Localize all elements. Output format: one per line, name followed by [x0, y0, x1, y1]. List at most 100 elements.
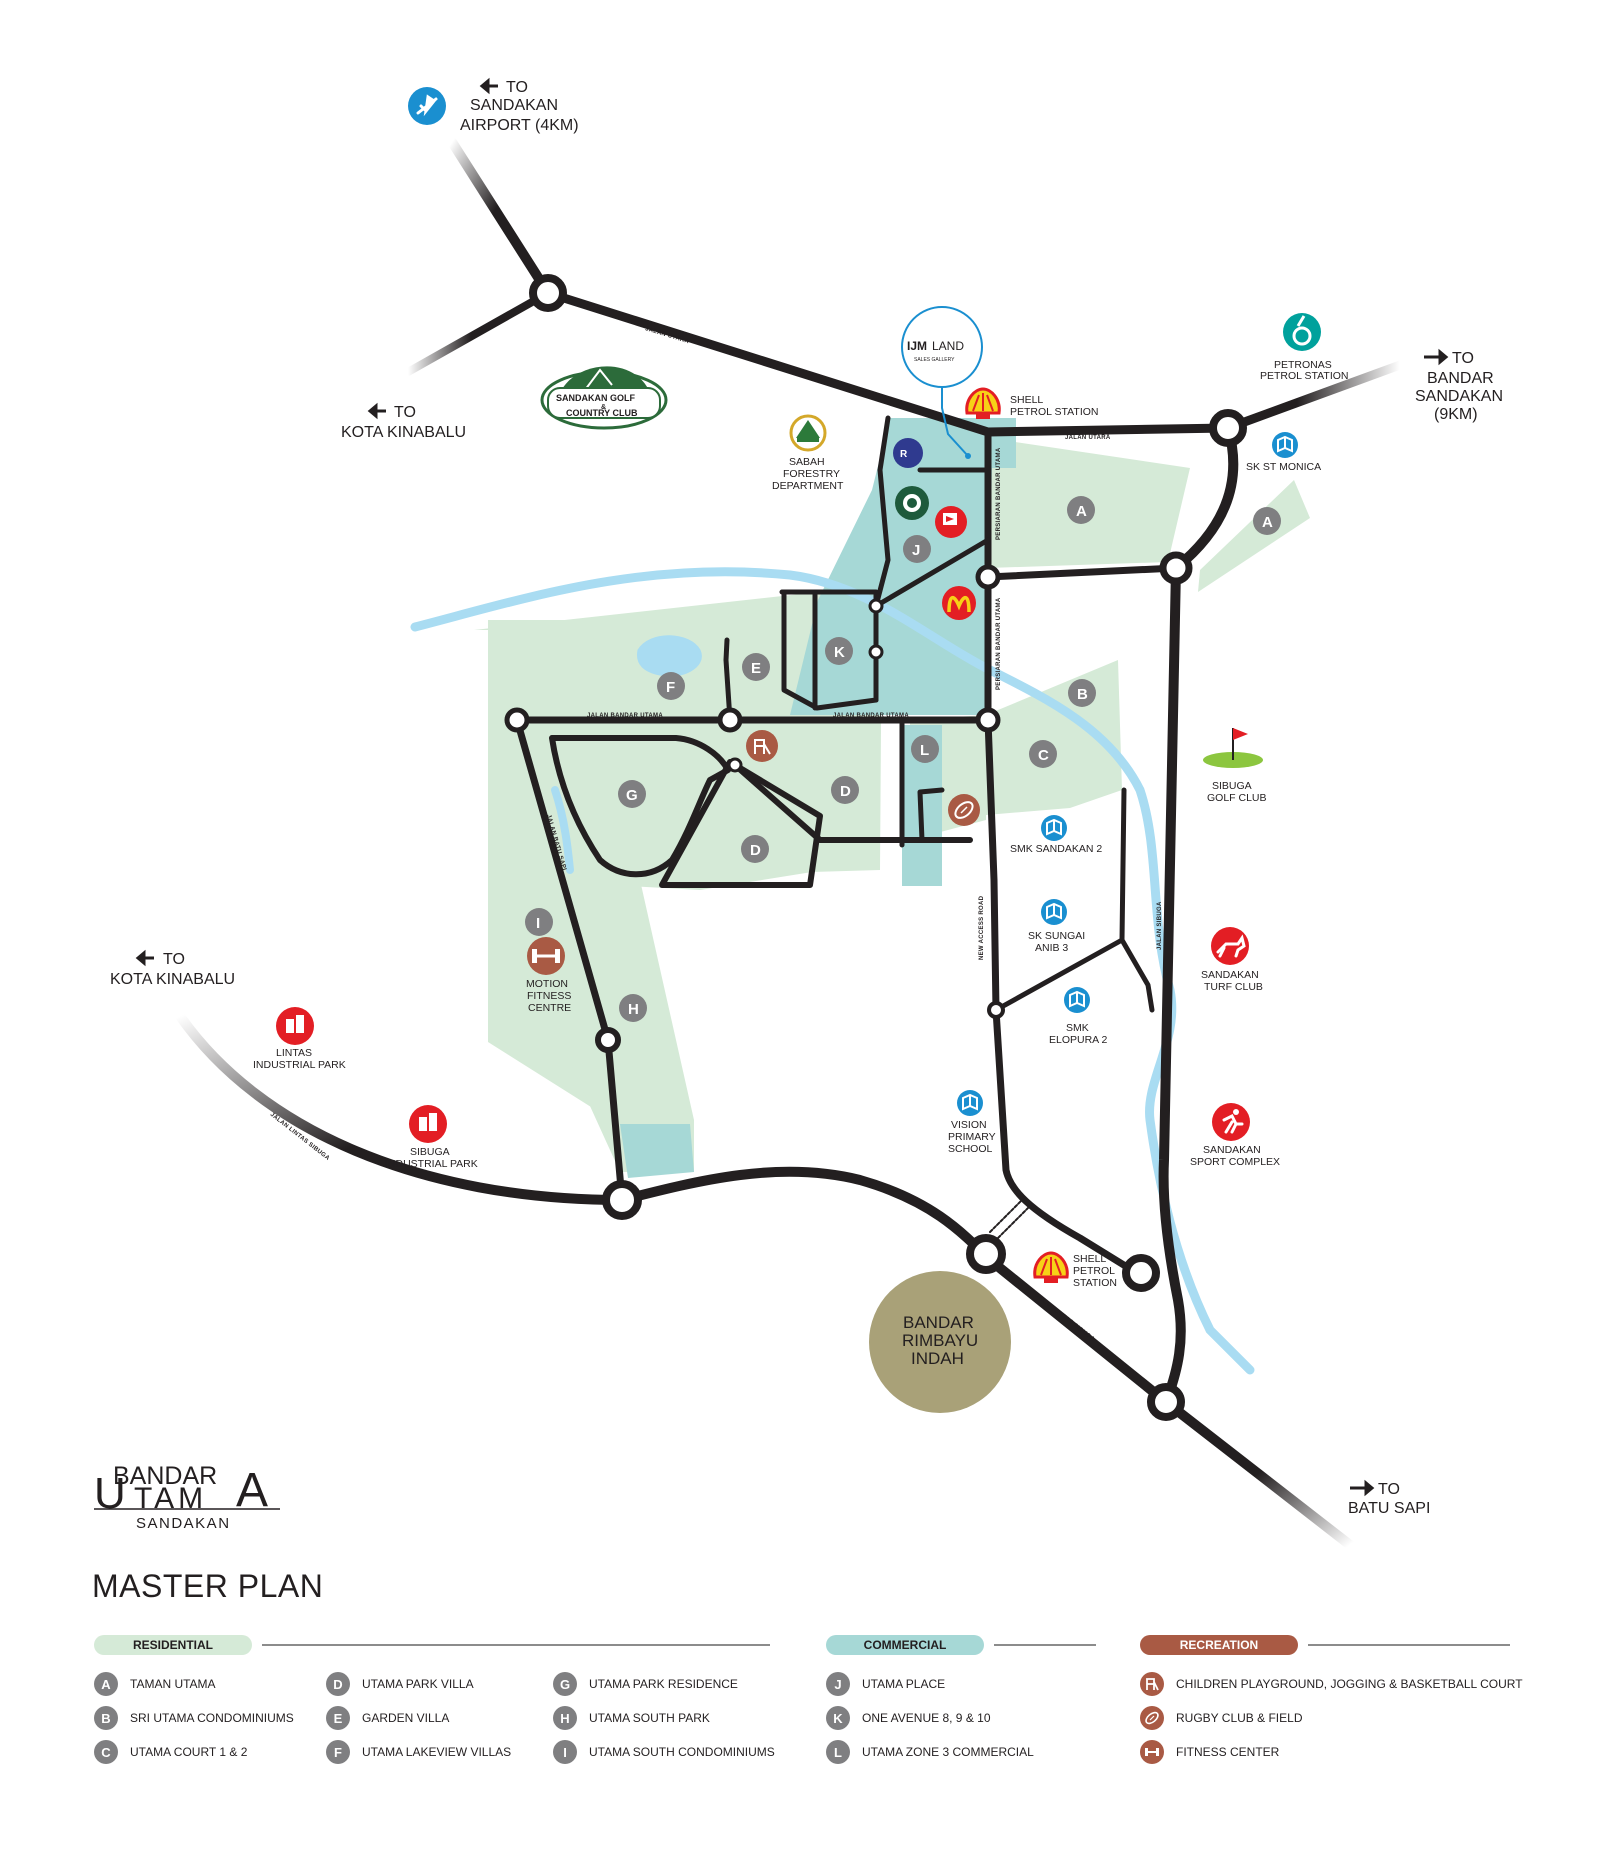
svg-text:E: E: [751, 660, 761, 677]
svg-text:H: H: [628, 1001, 639, 1018]
horse-racing-icon: [1211, 927, 1249, 965]
turf-club-line1: SANDAKAN: [1201, 969, 1259, 981]
svg-text:I: I: [536, 915, 540, 932]
rugby-icon: [1140, 1706, 1164, 1730]
sport-complex-line1: SANDAKAN: [1203, 1144, 1261, 1156]
lintas-industrial-line2: INDUSTRIAL PARK: [253, 1059, 346, 1071]
legend-label-c: UTAMA COURT 1 & 2: [130, 1745, 248, 1759]
arrow-left-icon: [367, 402, 386, 420]
destination-sandakan-to: TO: [1452, 350, 1474, 367]
zone-key-e: E: [326, 1706, 350, 1730]
shell-bottom-line3: STATION: [1073, 1277, 1117, 1289]
shell-top-line1: SHELL: [1010, 394, 1043, 406]
road-to-sandakan: [1223, 360, 1405, 433]
logo-line1: BANDAR: [113, 1462, 217, 1490]
golf-club-name-3: COUNTRY CLUB: [566, 408, 638, 418]
destination-airport-line2: AIRPORT (4KM): [460, 117, 579, 134]
zone-key-f: F: [326, 1740, 350, 1764]
legend-label-fitness: FITNESS CENTER: [1176, 1745, 1280, 1759]
zone-badge-k[interactable]: K: [825, 637, 853, 665]
road-label-persiaran-1: PERSIARAN BANDAR UTAMA: [996, 447, 1002, 540]
zone-badge-j[interactable]: J: [903, 535, 931, 563]
svg-text:J: J: [912, 542, 920, 559]
arrow-right-icon: [1424, 348, 1449, 366]
zone-badge-d-1[interactable]: D: [831, 776, 859, 804]
mcdonalds-icon: [942, 586, 976, 620]
school-icon: [1272, 432, 1298, 458]
petronas-line2: PETROL STATION: [1260, 370, 1348, 382]
roundabout-jalan-bandar-utama-west: [504, 707, 530, 733]
zone-key-i: I: [553, 1740, 577, 1764]
forestry-icon: [789, 414, 827, 452]
road-label-jalan-bandar-utama-2: JALAN BANDAR UTAMA: [833, 713, 909, 719]
destination-batu-sapi-to: TO: [1378, 1481, 1400, 1498]
ijm-sales-gallery-marker[interactable]: IJM LAND SALES GALLERY: [901, 306, 983, 459]
roundabout-persiaran-north: [975, 564, 1001, 590]
road-internal-k2: [812, 537, 991, 711]
road-label-jalan-bandar-utama-1: JALAN BANDAR UTAMA: [587, 713, 663, 719]
sibuga-golf-line2: GOLF CLUB: [1207, 792, 1267, 804]
airport-icon: [408, 87, 446, 125]
destination-batu-sapi-line: BATU SAPI: [1348, 1500, 1430, 1517]
zone-badge-e[interactable]: E: [742, 653, 770, 681]
roundabout-k-1: [868, 598, 884, 614]
svg-text:L: L: [920, 742, 929, 759]
zone-area-k: [830, 590, 986, 715]
roundabout-jalan-sibuga: [1159, 551, 1193, 585]
forestry-line1: SABAH: [789, 456, 825, 468]
arrow-left-icon: [479, 77, 498, 95]
svg-text:G: G: [626, 787, 638, 804]
playground-icon: [746, 730, 778, 762]
zone-key-b: B: [94, 1706, 118, 1730]
svg-text:R: R: [900, 449, 908, 460]
industrial-icon: [409, 1105, 447, 1143]
zone-badge-h[interactable]: H: [619, 994, 647, 1022]
zone-badge-f[interactable]: F: [657, 672, 685, 700]
sk-st-monica: SK ST MONICA: [1246, 461, 1321, 473]
shell-bottom-line2: PETROL: [1073, 1265, 1115, 1277]
zone-badge-b[interactable]: B: [1068, 679, 1096, 707]
golf-club-logo[interactable]: SANDAKAN GOLF & COUNTRY CLUB: [540, 366, 668, 430]
bandar-rimbayu-indah[interactable]: BANDAR RIMBAYU INDAH: [869, 1271, 1011, 1413]
zone-badge-l[interactable]: L: [911, 735, 939, 763]
zone-badge-d-2[interactable]: D: [741, 835, 769, 863]
roundabout-internal: [727, 757, 743, 773]
legend-label-f: UTAMA LAKEVIEW VILLAS: [362, 1745, 512, 1759]
svg-text:D: D: [750, 842, 761, 859]
destination-kota-kinabalu-top: TO KOTA KINABALU: [341, 402, 466, 441]
road-internal-loop-g: [549, 735, 731, 878]
legend-item-fitness: FITNESS CENTER: [1140, 1740, 1279, 1764]
zone-key-l: L: [826, 1740, 850, 1764]
shell-top-line2: PETROL STATION: [1010, 406, 1098, 418]
dumbbell-icon: [1140, 1740, 1164, 1764]
destination-sandakan: TO BANDAR SANDAKAN (9KM): [1415, 348, 1503, 423]
destination-sandakan-line3: (9KM): [1434, 406, 1478, 423]
zone-badge-g[interactable]: G: [618, 780, 646, 808]
vision-school-line3: SCHOOL: [948, 1143, 993, 1155]
legend-label-l: UTAMA ZONE 3 COMMERCIAL: [862, 1745, 1034, 1759]
ratakam-icon: R: [893, 438, 923, 468]
road-new-access: [993, 787, 1155, 1013]
roundabout-lintas-sibuga-mid: [966, 1234, 1006, 1274]
arrow-right-icon: [1350, 1479, 1375, 1497]
legend-recreation-heading: RECREATION: [1140, 1635, 1298, 1655]
smk-elopura-line2: ELOPURA 2: [1049, 1034, 1108, 1046]
zone-badge-c[interactable]: C: [1029, 740, 1057, 768]
svg-text:K: K: [834, 644, 845, 661]
legend-label-k: ONE AVENUE 8, 9 & 10: [862, 1711, 991, 1725]
road-bandar-rimbayu-link-2: [997, 1203, 1033, 1239]
zone-key-d: D: [326, 1672, 350, 1696]
industrial-icon: [276, 1007, 314, 1045]
zone-badge-i[interactable]: I: [525, 908, 553, 936]
road-to-airport: [447, 137, 553, 298]
zone-badge-a-2[interactable]: A: [1253, 507, 1281, 535]
zone-badge-a-1[interactable]: A: [1067, 496, 1095, 524]
forestry-line3: DEPARTMENT: [772, 480, 844, 492]
page-title: MASTER PLAN: [92, 1568, 324, 1604]
river: [410, 567, 1255, 1375]
starbucks-icon: [895, 486, 929, 520]
zone-key-a: A: [94, 1672, 118, 1696]
legend-label-h: UTAMA SOUTH PARK: [589, 1711, 710, 1725]
